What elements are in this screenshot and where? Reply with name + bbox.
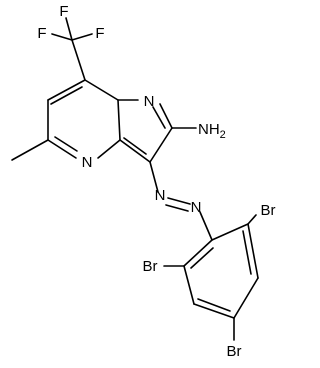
bond-c7-c6 — [47, 79, 86, 101]
bond-c2-c3 — [149, 127, 173, 163]
atom-n-pyrimidine: N — [82, 154, 93, 171]
bond-cf3-f-top — [65, 17, 73, 41]
bond-ar2-br — [247, 214, 257, 225]
bond-n1-c2 — [159, 103, 173, 129]
bond-ar5-ar6 — [183, 265, 195, 305]
atom-n-azo-1: N — [155, 187, 166, 204]
atom-br-right: Br — [261, 202, 276, 219]
bond-ar3-ar4 — [233, 277, 259, 319]
bond-ar1-ar2 — [211, 223, 249, 241]
bond-ar6-ar1 — [183, 239, 213, 267]
bond-c3a-n8 — [117, 99, 121, 141]
bond-c5-n4 — [47, 139, 77, 159]
atom-n-pyrazole: N — [144, 93, 155, 110]
atom-br-left: Br — [143, 258, 158, 275]
bond-ar4-ar5-double — [197, 298, 231, 312]
atom-f-right: F — [95, 25, 104, 42]
bond-c3-c3a-double — [123, 137, 147, 155]
bond-cf3-f-right — [71, 33, 93, 41]
bond-cf3-f-left — [51, 33, 73, 41]
bond-ar2-ar3 — [247, 223, 259, 279]
bond-c3-c3a — [119, 139, 151, 163]
atom-amine: NH2 — [198, 121, 226, 141]
bond-ar6-ar1-double — [190, 247, 214, 269]
molecule-structure: F F F N N NH2 N N Br Br Br — [11, 3, 276, 360]
atom-f-top: F — [59, 3, 68, 20]
bond-n-azo-aryl — [199, 211, 213, 241]
bond-c7-n8 — [84, 79, 119, 101]
atom-labels: F F F N N NH2 N N Br Br Br — [37, 3, 275, 360]
amine-main: NH — [198, 121, 220, 138]
bond-azo-double-b — [165, 204, 189, 212]
atom-br-bottom: Br — [227, 343, 242, 360]
atom-n-azo-2: N — [191, 199, 202, 216]
bond-cf3-c7 — [71, 39, 86, 81]
atom-f-left: F — [37, 25, 46, 42]
bond-azo-double-a — [167, 197, 191, 205]
bond-c7-c6-double — [50, 86, 83, 105]
bond-c5-n4-double — [54, 136, 78, 152]
bond-ar2-ar3-double — [242, 230, 252, 275]
bond-lines — [11, 17, 259, 341]
bond-c3-n-azo — [149, 161, 159, 193]
bond-n4-c3a — [97, 139, 121, 159]
bond-n1-c2-double — [152, 106, 166, 129]
amine-subscript: 2 — [220, 129, 226, 141]
bond-ar4-ar5 — [193, 303, 235, 319]
bond-c5-methyl — [11, 139, 49, 161]
